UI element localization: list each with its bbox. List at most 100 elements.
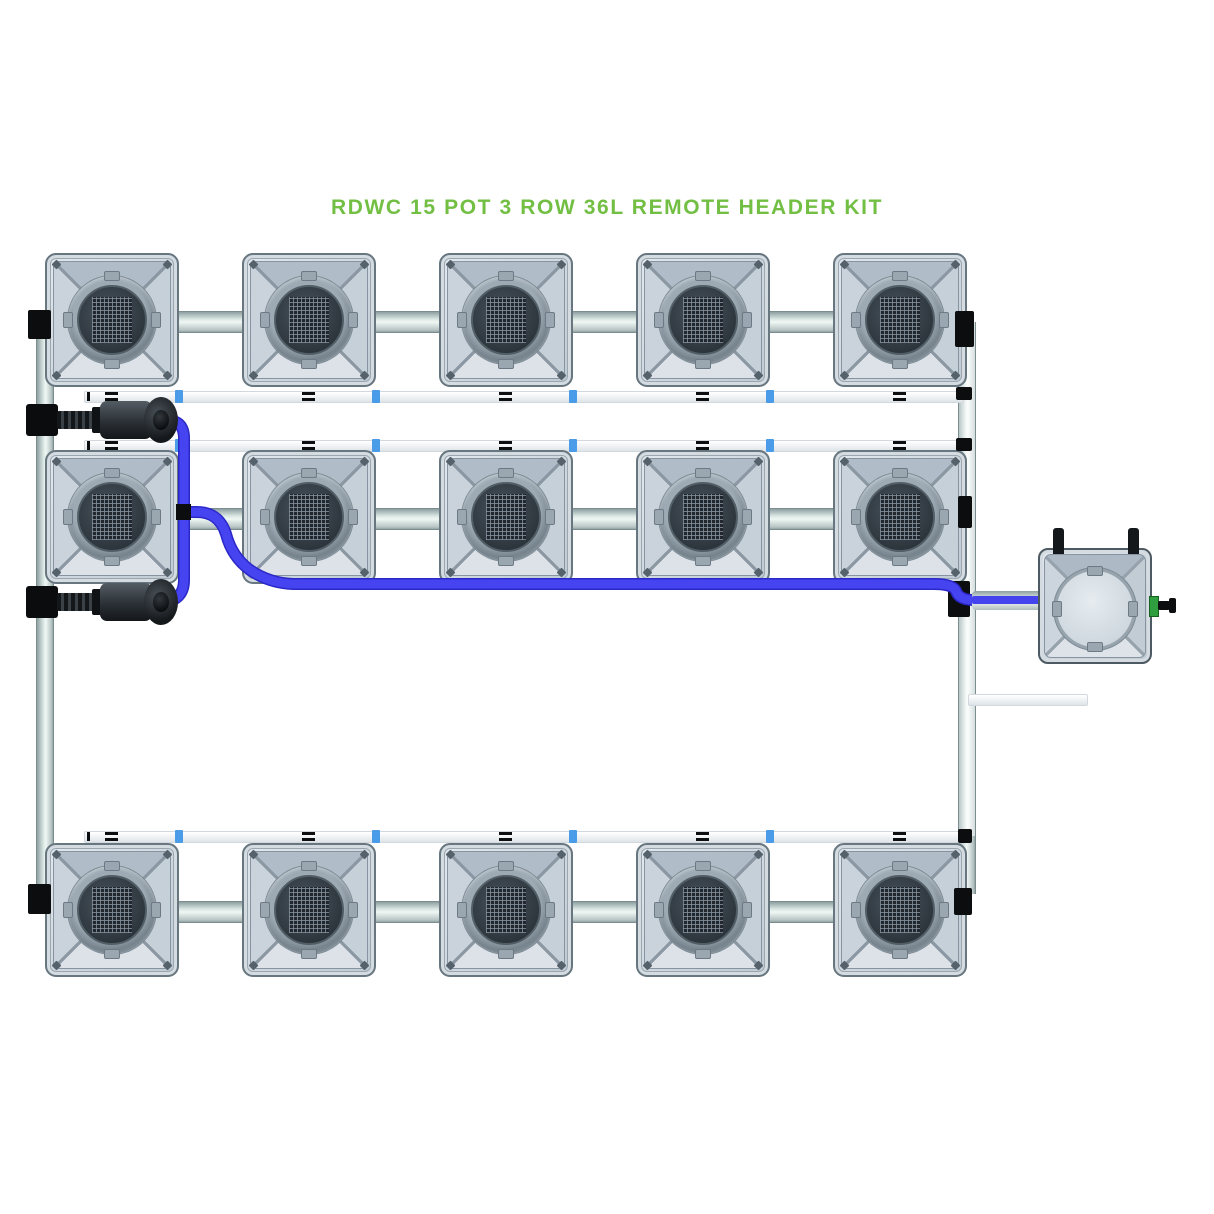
net-pot-mesh bbox=[486, 494, 526, 540]
lid-tab bbox=[260, 902, 270, 918]
header-tank-post-right bbox=[1128, 528, 1139, 556]
header-outlet-fitting-cap bbox=[1169, 598, 1176, 613]
pot-lid-recess bbox=[654, 468, 752, 566]
net-pot bbox=[274, 285, 344, 355]
tee-fitting-right-row1 bbox=[956, 387, 972, 400]
pump-body bbox=[100, 401, 152, 439]
pot-lid-recess bbox=[654, 861, 752, 959]
lid-tab bbox=[654, 312, 664, 328]
pot bbox=[45, 253, 179, 387]
net-pot bbox=[471, 285, 541, 355]
pot-lid-recess bbox=[260, 468, 358, 566]
net-pot-mesh bbox=[880, 887, 920, 933]
lid-tab bbox=[939, 902, 949, 918]
lid-tab bbox=[151, 902, 161, 918]
pipe-clip bbox=[696, 441, 709, 450]
pipe-clip-tick bbox=[87, 832, 90, 841]
lid-tab bbox=[742, 509, 752, 525]
elbow-fitting-top-left bbox=[28, 310, 51, 339]
valve-fitting bbox=[26, 586, 58, 618]
lid-tab bbox=[851, 312, 861, 328]
pipe-clip bbox=[893, 441, 906, 450]
lid-tab bbox=[63, 312, 73, 328]
pot-lid-recess bbox=[457, 468, 555, 566]
header-outlet-fitting-stem bbox=[1158, 601, 1170, 610]
net-pot-mesh bbox=[880, 297, 920, 343]
lid-tab bbox=[348, 509, 358, 525]
lid-tab bbox=[654, 509, 664, 525]
net-pot bbox=[274, 482, 344, 552]
lid-tab bbox=[348, 312, 358, 328]
lid-tab bbox=[695, 468, 711, 478]
lid-tab bbox=[63, 902, 73, 918]
lid-tab bbox=[851, 509, 861, 525]
tee-fitting-right-row3 bbox=[958, 829, 972, 843]
link-pipe bbox=[368, 901, 443, 923]
pot bbox=[45, 843, 179, 977]
header-tank-lid-cap bbox=[1052, 566, 1138, 652]
threaded-fitting bbox=[57, 411, 95, 429]
tube-fitting-blue bbox=[766, 830, 774, 843]
lid-tab bbox=[1128, 601, 1138, 617]
lid-tab bbox=[457, 902, 467, 918]
pot bbox=[242, 253, 376, 387]
tube-fitting-blue bbox=[372, 390, 380, 403]
lid-tab bbox=[151, 312, 161, 328]
pot-lid-recess bbox=[851, 468, 949, 566]
net-pot bbox=[865, 285, 935, 355]
net-pot-mesh bbox=[880, 494, 920, 540]
feed-tube-in-sleeve bbox=[972, 596, 1042, 604]
pot bbox=[242, 450, 376, 584]
link-pipe bbox=[171, 901, 246, 923]
net-pot bbox=[471, 482, 541, 552]
net-pot bbox=[865, 482, 935, 552]
pot-lid-recess bbox=[851, 861, 949, 959]
elbow-fitting-top-right bbox=[955, 311, 974, 347]
lid-tab bbox=[457, 509, 467, 525]
lid-tab bbox=[939, 509, 949, 525]
pot-lid-recess bbox=[63, 861, 161, 959]
lid-tab bbox=[301, 949, 317, 959]
pipe-clip bbox=[302, 441, 315, 450]
return-pipe bbox=[84, 830, 964, 843]
lid-tab bbox=[892, 949, 908, 959]
lid-tab bbox=[63, 509, 73, 525]
pot-lid-recess bbox=[260, 861, 358, 959]
net-pot-mesh bbox=[92, 494, 132, 540]
lid-tab bbox=[1087, 566, 1103, 576]
link-pipe bbox=[565, 901, 640, 923]
pipe-clip bbox=[696, 832, 709, 841]
net-pot bbox=[471, 875, 541, 945]
pot-lid-recess bbox=[654, 271, 752, 369]
lid-tab bbox=[260, 312, 270, 328]
link-pipe bbox=[565, 508, 640, 530]
lid-tab bbox=[104, 556, 120, 566]
lid-tab bbox=[498, 271, 514, 281]
lid-tab bbox=[851, 902, 861, 918]
lid-tab bbox=[892, 468, 908, 478]
lid-tab bbox=[151, 509, 161, 525]
net-pot-mesh bbox=[289, 887, 329, 933]
diagram-title: RDWC 15 POT 3 ROW 36L REMOTE HEADER KIT bbox=[330, 196, 884, 219]
pump-head bbox=[144, 397, 178, 443]
net-pot bbox=[865, 875, 935, 945]
net-pot-mesh bbox=[683, 494, 723, 540]
lid-tab bbox=[695, 556, 711, 566]
lid-tab bbox=[301, 468, 317, 478]
pot-lid-recess bbox=[63, 468, 161, 566]
elbow-fitting-bottom-right bbox=[954, 888, 972, 915]
lid-tab bbox=[545, 902, 555, 918]
lid-tab bbox=[301, 359, 317, 369]
pipe-clip bbox=[893, 832, 906, 841]
tube-fitting-blue bbox=[175, 830, 183, 843]
return-pipe bbox=[84, 390, 964, 403]
lid-tab bbox=[498, 861, 514, 871]
pot bbox=[636, 450, 770, 584]
lid-tab bbox=[104, 949, 120, 959]
tee-fitting-right-row2-link bbox=[958, 496, 972, 528]
header-tank-post-left bbox=[1053, 528, 1064, 556]
tube-fitting-blue bbox=[569, 390, 577, 403]
lid-tab bbox=[498, 359, 514, 369]
link-pipe bbox=[368, 311, 443, 333]
